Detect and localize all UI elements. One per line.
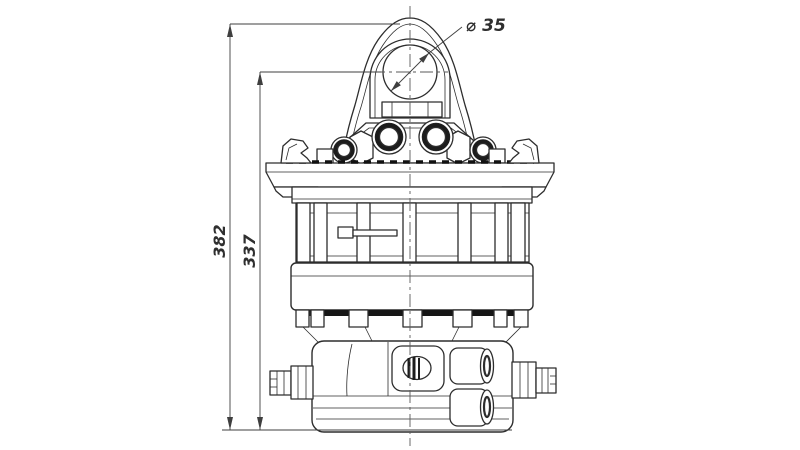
right-cylinder-upper <box>449 347 495 385</box>
dimension-382: 382 <box>210 23 400 430</box>
dimension-337: 337 <box>240 71 381 430</box>
dimension-diameter: ⌀ 35 <box>390 16 506 92</box>
hex-nut-right-fitting <box>511 361 537 399</box>
corner-wing-left <box>280 138 312 164</box>
diameter-label: ⌀ 35 <box>466 16 506 36</box>
centerlines <box>372 6 448 446</box>
right-cylinder-lower <box>449 388 495 427</box>
center-boss <box>391 345 445 392</box>
left-fitting <box>269 365 314 400</box>
bottom-flange <box>295 309 529 328</box>
corner-wing-right <box>508 138 540 164</box>
dim-382-label: 382 <box>210 224 229 257</box>
right-fitting <box>511 361 557 399</box>
housing-transition <box>302 326 522 343</box>
hex-nut-left-fitting <box>290 365 314 400</box>
lower-housing <box>311 340 514 433</box>
dim-337-label: 337 <box>240 233 259 267</box>
stud-cage <box>295 202 530 263</box>
key-pin <box>337 226 354 239</box>
hydraulic-ports <box>316 119 506 165</box>
mid-band <box>290 262 534 311</box>
